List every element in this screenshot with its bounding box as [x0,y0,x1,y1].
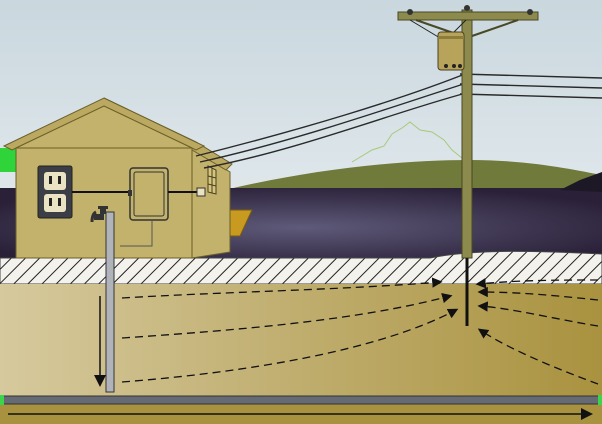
insulator-right [527,9,533,15]
insulator-left [407,9,413,15]
current-path-6 [477,301,599,327]
water-faucet-icon [90,206,108,223]
current-path-2 [121,292,453,339]
insulator-middle [464,5,470,11]
current-path-4 [475,278,599,289]
current-path-1 [121,277,443,299]
soil [0,284,602,396]
crossarm-brace-right [471,19,519,37]
electric-meter-icon [128,167,169,221]
pole-transformer-icon [437,31,465,71]
crossarm [397,11,539,21]
service-drop-wires [195,71,602,169]
side-window [207,165,217,195]
green-end-right [598,395,602,405]
water-pipe [105,211,115,393]
current-path-3 [121,308,459,383]
current-path-5 [477,286,599,301]
current-paths-left [121,277,459,383]
house-gable [15,105,193,149]
current-path-7 [477,328,599,385]
grass-left [0,148,18,172]
house-roof [2,97,206,151]
deep-ground-conductor [1,395,601,405]
distant-ridge [560,172,602,192]
service-entry-box [196,187,206,197]
duplex-outlet-icon [37,165,73,219]
meter-ground-wire [120,220,153,247]
house [2,97,233,259]
current-paths-right [475,278,599,385]
mountain-outline [351,121,463,163]
primary-wire-left [409,19,441,39]
green-end-left [0,395,4,405]
